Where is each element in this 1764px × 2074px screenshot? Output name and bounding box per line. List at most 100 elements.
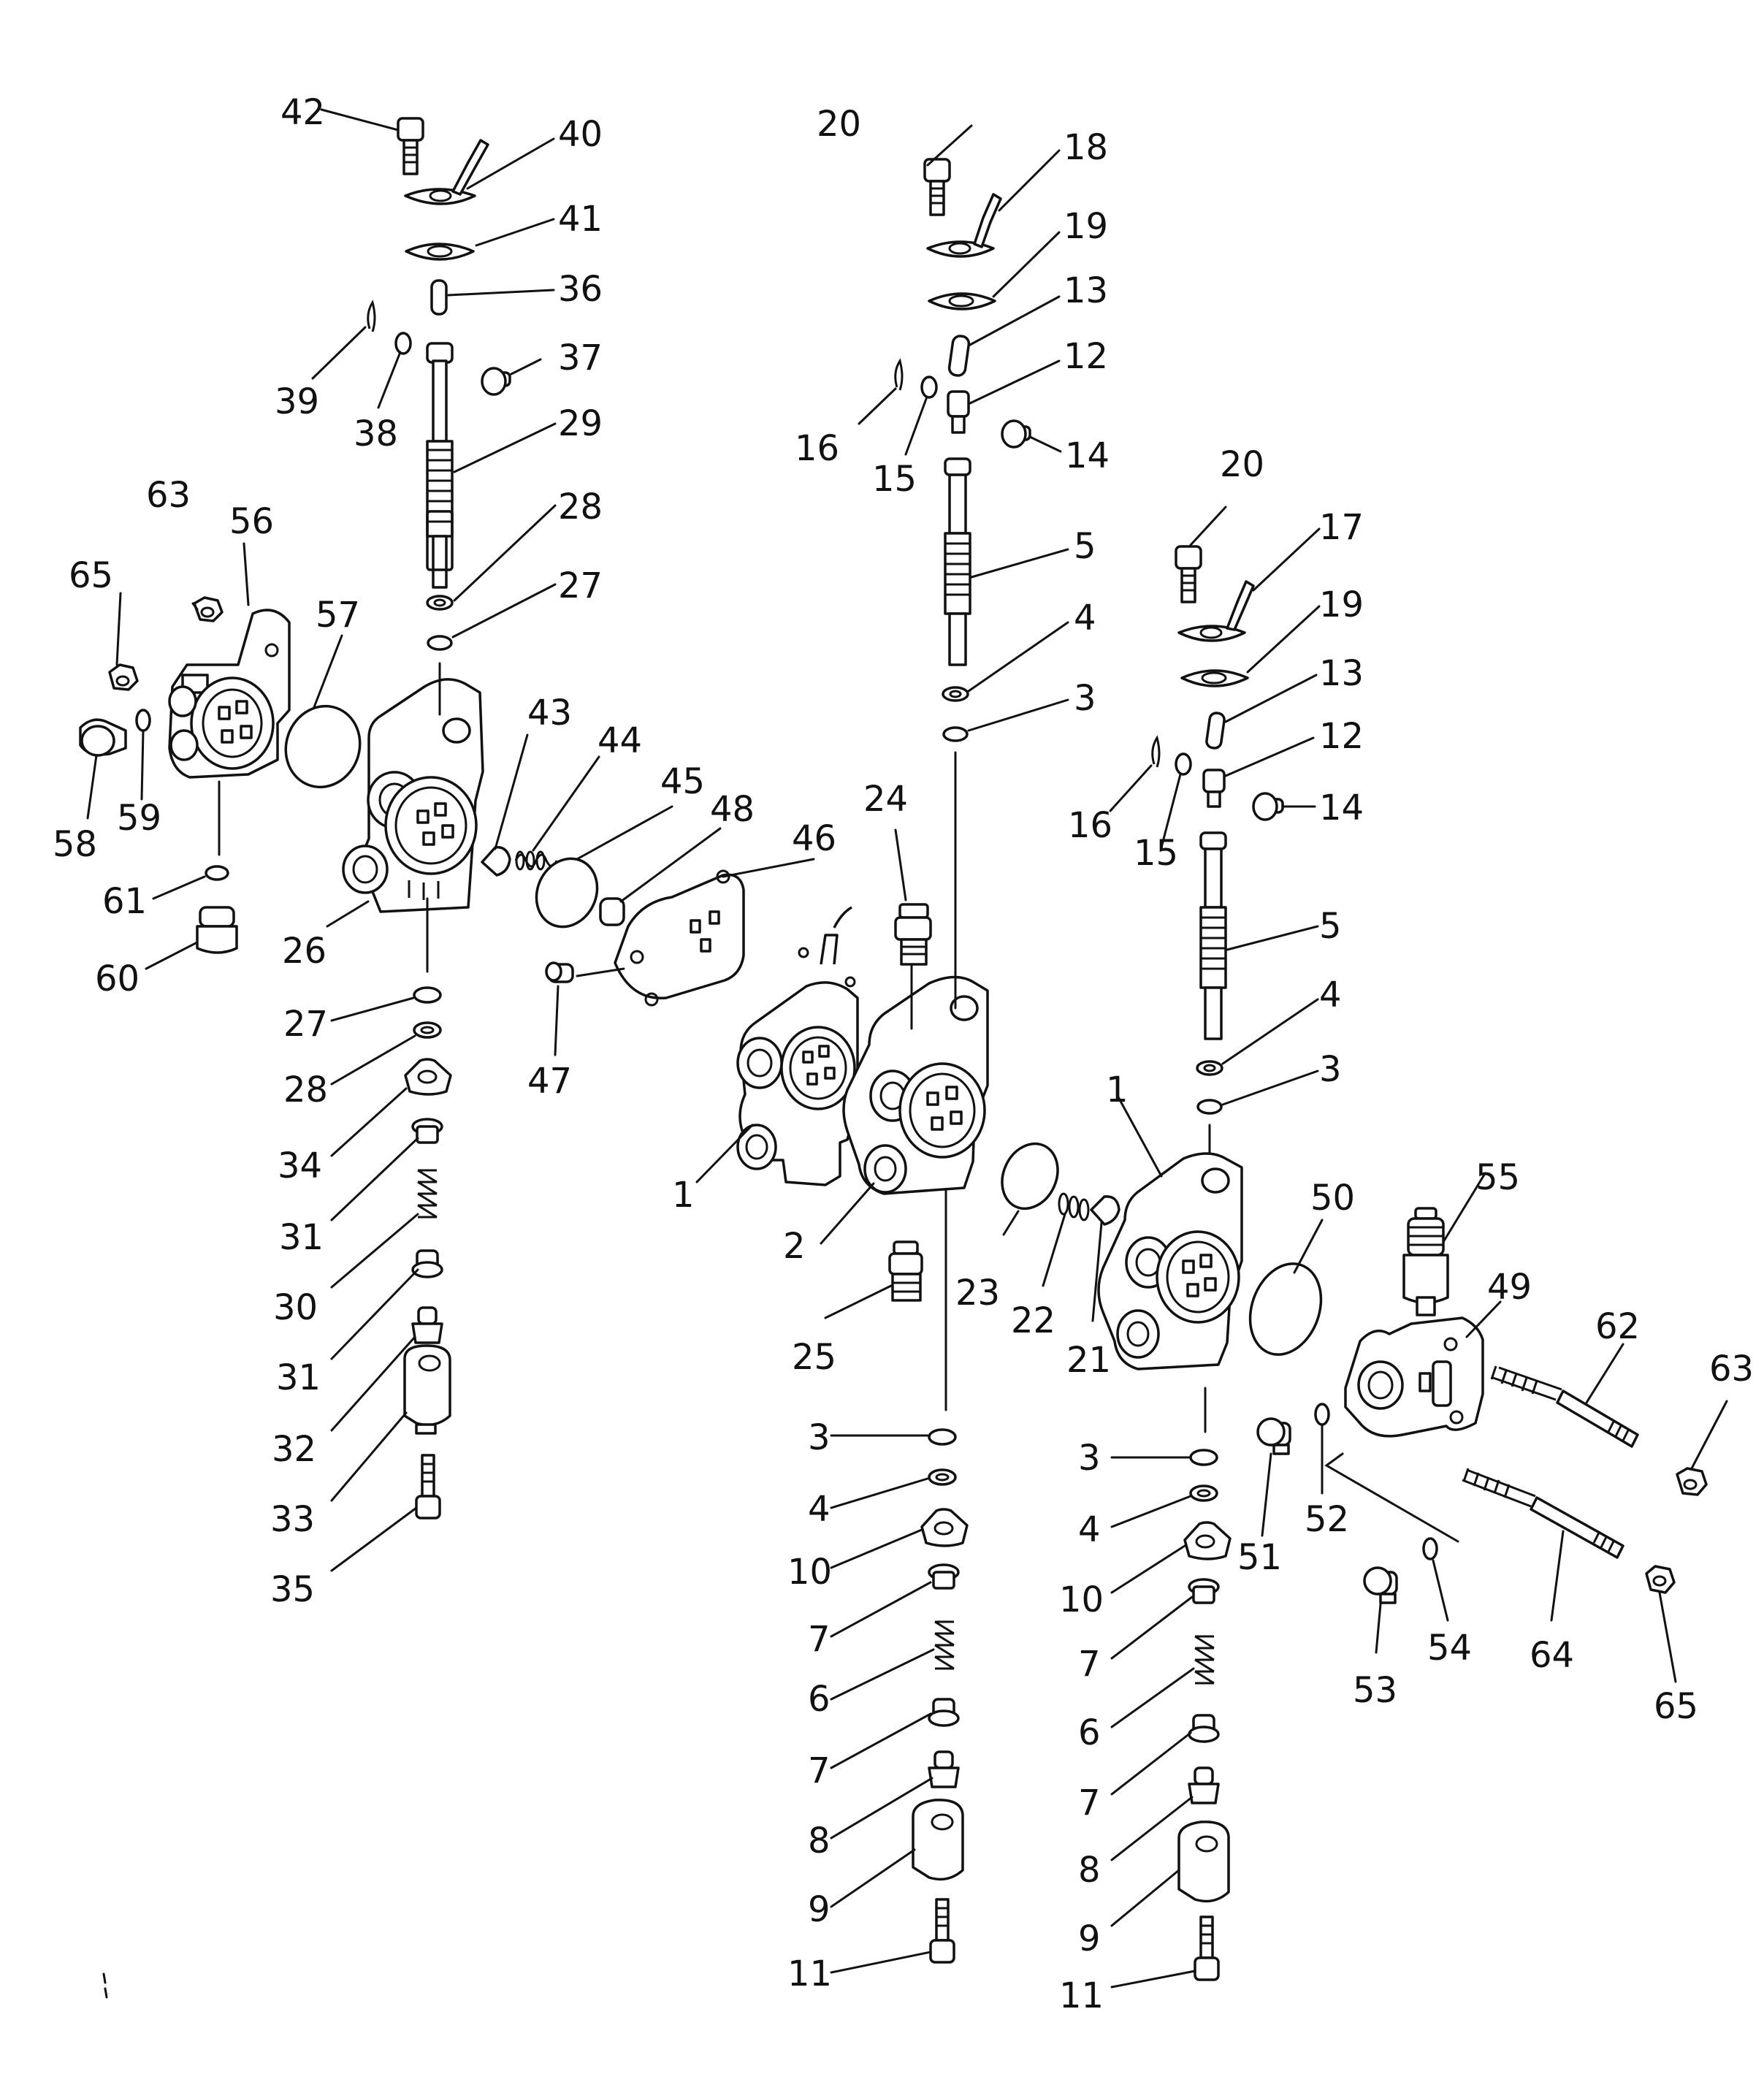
part-29-spool	[426, 342, 454, 589]
middle-spool-assembly	[894, 158, 1031, 1964]
callout-48: 48	[710, 789, 755, 830]
part-39-cotter-pin	[367, 300, 376, 332]
part-9-cap-right	[1177, 1821, 1230, 1903]
callout-18: 18	[1064, 127, 1108, 168]
callout-60: 60	[95, 958, 140, 999]
callout-8: 8	[1078, 1850, 1101, 1891]
callout-12: 12	[1319, 716, 1364, 757]
callout-5: 5	[1319, 906, 1342, 947]
part-56-end-cover	[168, 609, 291, 779]
part-33-cap	[403, 1344, 451, 1435]
part-46-cover	[614, 869, 745, 1007]
part-14-pin	[1001, 419, 1031, 449]
part-27-o-ring-top	[427, 635, 453, 651]
callout-65: 65	[69, 555, 113, 596]
part-7-retainer-top-right	[1188, 1578, 1220, 1604]
part-50-o-ring-large	[1248, 1262, 1323, 1356]
part-15-washer	[920, 375, 938, 399]
callout-40: 40	[558, 114, 603, 155]
callout-14: 14	[1065, 435, 1110, 476]
part-43-poppet	[481, 846, 511, 877]
callout-31: 31	[279, 1217, 324, 1258]
callout-15: 15	[872, 459, 917, 500]
callout-13: 13	[1064, 270, 1108, 311]
part-20-bolt-top	[923, 158, 951, 216]
callout-28: 28	[558, 487, 603, 527]
callout-5: 5	[1074, 526, 1096, 567]
part-7-retainer-top-middle	[928, 1563, 960, 1590]
callout-16: 16	[795, 428, 839, 469]
part-12-joint	[947, 390, 970, 434]
part-21-poppet	[1090, 1195, 1120, 1226]
callout-57: 57	[316, 595, 360, 636]
part-28-seal-top	[426, 595, 454, 611]
callout-63: 63	[1709, 1349, 1754, 1389]
callout-10: 10	[1059, 1579, 1104, 1620]
callout-29: 29	[558, 403, 603, 444]
callout-14: 14	[1319, 788, 1364, 828]
part-53-plug	[1363, 1566, 1398, 1604]
part-47-plug	[545, 961, 574, 983]
left-end-cover-assembly	[79, 596, 362, 954]
callout-65: 65	[1654, 1686, 1698, 1727]
callout-59: 59	[117, 798, 161, 839]
part-48-plug	[599, 897, 625, 926]
callout-47: 47	[527, 1061, 572, 1102]
callout-17: 17	[1319, 507, 1364, 548]
part-31-retainer-top	[411, 1118, 443, 1144]
callout-8: 8	[808, 1821, 831, 1861]
part-16-cotter-pin-right	[1151, 735, 1161, 768]
callout-27: 27	[283, 1004, 328, 1045]
right-spool-assembly	[1097, 545, 1284, 1981]
callout-7: 7	[808, 1619, 831, 1660]
callout-7: 7	[1078, 1783, 1101, 1823]
callout-7: 7	[808, 1750, 831, 1791]
callout-4: 4	[1078, 1509, 1101, 1550]
callout-10: 10	[787, 1552, 832, 1593]
part-4-seal-bottom-right	[1189, 1484, 1218, 1502]
part-13-link-right	[1205, 712, 1226, 750]
callout-64: 64	[1530, 1635, 1574, 1676]
part-52-o-ring	[1314, 1403, 1330, 1426]
callout-36: 36	[558, 269, 603, 310]
right-end-cover-assembly	[1248, 1207, 1708, 1604]
margin-marks	[102, 1972, 108, 1999]
callout-38: 38	[354, 413, 398, 454]
callout-4: 4	[1319, 975, 1342, 1015]
part-8-stopper-middle	[928, 1750, 960, 1788]
part-4-seal-top-middle	[942, 686, 969, 702]
part-57-o-ring-large	[284, 704, 362, 789]
callout-52: 52	[1305, 1499, 1349, 1540]
left-spool-assembly	[342, 117, 511, 1520]
part-42-bolt	[397, 117, 424, 175]
part-7-retainer-bottom-right	[1188, 1714, 1220, 1743]
part-60-plug	[196, 906, 238, 954]
callout-35: 35	[270, 1569, 315, 1610]
part-37-pin	[481, 367, 511, 396]
part-49-end-cover	[1344, 1316, 1484, 1438]
part-2-valve-body	[842, 975, 989, 1195]
callout-2: 2	[783, 1226, 806, 1267]
callout-61: 61	[102, 881, 147, 922]
callout-7: 7	[1078, 1644, 1101, 1685]
part-12-joint-right	[1202, 769, 1226, 808]
part-3-o-ring-bottom-middle	[928, 1428, 957, 1446]
part-10-plate-right	[1183, 1521, 1232, 1560]
part-28-seal-bottom	[413, 1021, 442, 1039]
part-40-bracket	[404, 139, 489, 205]
callout-63: 63	[146, 475, 191, 516]
callout-42: 42	[280, 92, 325, 133]
part-27-o-ring-bottom	[413, 986, 442, 1004]
part-8-stopper-right	[1188, 1766, 1220, 1804]
callout-9: 9	[808, 1889, 831, 1930]
part-16-cotter-pin	[894, 358, 904, 391]
callout-53: 53	[1353, 1670, 1397, 1711]
part-20-bolt-right	[1175, 545, 1202, 603]
callout-56: 56	[229, 501, 274, 542]
callout-41: 41	[558, 199, 603, 240]
callout-19: 19	[1319, 584, 1364, 625]
callout-12: 12	[1064, 336, 1108, 377]
part-3-o-ring-top-right	[1196, 1099, 1223, 1115]
center-valve-bodies	[736, 903, 989, 1302]
